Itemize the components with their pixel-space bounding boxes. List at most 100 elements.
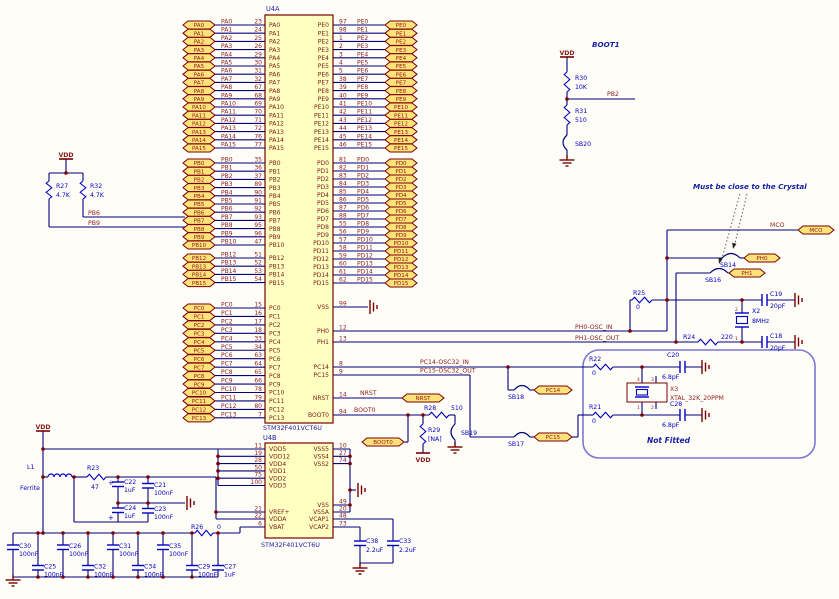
solder-bridge-arc[interactable] bbox=[709, 267, 729, 274]
pin-name: PE3 bbox=[318, 47, 329, 54]
junction-dot bbox=[116, 475, 120, 479]
pin-name: PE9 bbox=[318, 96, 329, 103]
resistor-R28[interactable] bbox=[428, 411, 450, 419]
pin-name: VDD3 bbox=[269, 483, 286, 490]
resistor-R27[interactable] bbox=[45, 180, 53, 200]
crystal-body[interactable] bbox=[635, 388, 649, 396]
pin-name: PA8 bbox=[269, 88, 280, 95]
ic-body-U4A[interactable] bbox=[264, 14, 334, 424]
pin-name: PC5 bbox=[269, 347, 281, 354]
pin-number: 87 bbox=[339, 205, 347, 212]
net-label: PC9 bbox=[221, 378, 233, 385]
port-PB15[interactable] bbox=[182, 278, 216, 288]
solder-bridge-arc[interactable] bbox=[513, 431, 531, 438]
port-label-PA3: PA3 bbox=[194, 48, 205, 54]
port-PB10[interactable] bbox=[182, 240, 216, 250]
pin-name: PB2 bbox=[269, 177, 281, 184]
resistor-R21[interactable] bbox=[592, 411, 614, 419]
junction-dot bbox=[565, 97, 569, 101]
crystal-body[interactable] bbox=[735, 315, 749, 325]
ic-body-U4B[interactable] bbox=[264, 442, 334, 539]
net-label: PC2 bbox=[221, 318, 233, 325]
pin-number: 96 bbox=[254, 230, 262, 237]
pin-name: PC1 bbox=[269, 314, 281, 321]
text-c24: C24 bbox=[124, 505, 136, 512]
port-label-PD4: PD4 bbox=[395, 193, 407, 199]
pin-name: PE4 bbox=[318, 55, 329, 62]
resistor-R26[interactable] bbox=[194, 529, 214, 537]
net-label: PC11 bbox=[221, 394, 237, 401]
pin-name: PB14 bbox=[269, 272, 285, 279]
junction-dot bbox=[136, 531, 140, 535]
pin-name: PB1 bbox=[269, 168, 281, 175]
port-PC14[interactable] bbox=[533, 385, 573, 395]
pin-name: PC6 bbox=[269, 356, 281, 363]
text-c33: C33 bbox=[399, 538, 411, 545]
resistor-R22[interactable] bbox=[592, 363, 614, 371]
junction-dot bbox=[161, 575, 165, 579]
pin-name: PC4 bbox=[269, 339, 281, 346]
pin-number: 36 bbox=[254, 165, 262, 172]
crystal-component-box[interactable] bbox=[626, 382, 668, 403]
net-label: PB5 bbox=[221, 198, 233, 205]
net-label: PD13 bbox=[357, 261, 373, 268]
inductor-coil[interactable] bbox=[47, 473, 73, 478]
resistor-R31[interactable] bbox=[563, 104, 571, 126]
port-label-PC11: PC11 bbox=[192, 399, 207, 405]
ic-ref: U4A bbox=[266, 5, 280, 13]
net-label: PB3 bbox=[221, 181, 233, 188]
resistor-R30[interactable] bbox=[563, 71, 571, 93]
port-label-PC8: PC8 bbox=[194, 374, 205, 380]
resistor-R23[interactable] bbox=[86, 473, 107, 481]
pin-number: 68 bbox=[254, 92, 262, 99]
port-BOOT0[interactable] bbox=[361, 437, 405, 447]
port-label-PE12: PE12 bbox=[394, 122, 408, 128]
net-label: PA1 bbox=[221, 27, 232, 34]
port-label-PB9: PB9 bbox=[194, 235, 205, 241]
port-label-PB4: PB4 bbox=[194, 194, 205, 200]
pin-name: PC15 bbox=[314, 372, 330, 379]
net-label: PB9 bbox=[221, 230, 233, 237]
port-label-PA6: PA6 bbox=[194, 72, 205, 78]
net-label: PB15 bbox=[221, 276, 237, 283]
text-nrst: NRST bbox=[360, 390, 377, 397]
port-PC15[interactable] bbox=[533, 432, 573, 442]
net-label: PB14 bbox=[221, 268, 237, 275]
text-10k: 10K bbox=[575, 84, 588, 91]
port-label-PE14: PE14 bbox=[394, 138, 408, 144]
text-8mhz: 8MHz bbox=[752, 318, 769, 325]
port-label-PC2: PC2 bbox=[194, 323, 205, 329]
port-PH0[interactable] bbox=[743, 253, 781, 263]
text-c22: C22 bbox=[124, 479, 136, 486]
port-PA15[interactable] bbox=[182, 143, 216, 153]
text-x2: X2 bbox=[752, 308, 760, 315]
junction-dot bbox=[665, 298, 669, 302]
solder-bridge-arc[interactable] bbox=[450, 423, 456, 441]
pin-name: PD11 bbox=[313, 248, 329, 255]
resistor-R29[interactable] bbox=[419, 423, 427, 445]
port-PE15[interactable] bbox=[384, 143, 418, 153]
port-label-PA4: PA4 bbox=[194, 56, 205, 62]
text-not-fitted: Not Fitted bbox=[647, 436, 691, 445]
text-2: 2 bbox=[651, 405, 654, 411]
solder-bridge-arc[interactable] bbox=[562, 134, 568, 151]
port-NRST[interactable] bbox=[401, 393, 445, 403]
port-PD15[interactable] bbox=[384, 278, 418, 288]
port-MCO[interactable] bbox=[797, 225, 835, 235]
text-c25: C25 bbox=[44, 564, 56, 571]
text-0: 0 bbox=[217, 524, 221, 531]
port-PC13[interactable] bbox=[182, 413, 216, 423]
pin-number: 61 bbox=[339, 269, 347, 276]
text-pb9: PB9 bbox=[88, 220, 100, 227]
resistor-R24[interactable] bbox=[697, 338, 719, 346]
pin-number: 2 bbox=[339, 43, 343, 50]
solder-bridge-arc[interactable] bbox=[513, 384, 531, 391]
pin-number: 54 bbox=[254, 276, 262, 283]
resistor-R25[interactable] bbox=[631, 296, 653, 304]
solder-bridge-arc[interactable] bbox=[721, 252, 741, 259]
pin-number: 75 bbox=[254, 472, 262, 479]
pin-number: 40 bbox=[339, 92, 347, 99]
junction-dot bbox=[41, 531, 45, 535]
port-PH1[interactable] bbox=[728, 268, 766, 278]
resistor-R32[interactable] bbox=[79, 180, 87, 200]
